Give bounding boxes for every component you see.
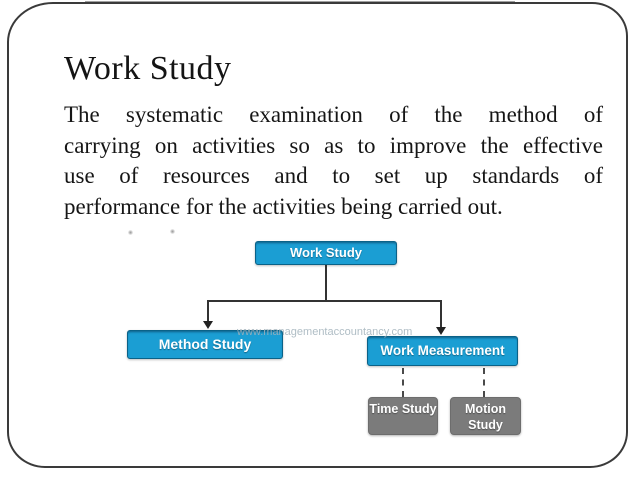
node-time-study: Time Study bbox=[368, 397, 438, 435]
connector-root-vertical bbox=[325, 265, 327, 301]
node-method-study: Method Study bbox=[127, 330, 283, 359]
page-title: Work Study bbox=[64, 50, 232, 87]
connector-drop-left bbox=[207, 300, 209, 322]
connector-dashed-right bbox=[483, 368, 485, 397]
paragraph-line: use of resources and to set up standards… bbox=[64, 163, 603, 189]
arrow-down-icon bbox=[203, 321, 213, 329]
paragraph-line: The systematic examination of the method… bbox=[64, 102, 603, 127]
connector-dashed-left bbox=[402, 368, 404, 397]
connector-horizontal bbox=[207, 300, 442, 302]
definition-paragraph: The systematic examination of the method… bbox=[64, 100, 603, 222]
node-motion-study: Motion Study bbox=[450, 397, 521, 435]
paragraph-line: carrying on activities so as to improve … bbox=[64, 132, 603, 158]
arrow-down-icon bbox=[436, 327, 446, 335]
image-artifact-dot bbox=[170, 229, 175, 234]
node-work-measurement: Work Measurement bbox=[367, 336, 518, 366]
connector-drop-right bbox=[440, 300, 442, 328]
paragraph-line: performance for the activities being car… bbox=[64, 193, 503, 219]
node-work-study: Work Study bbox=[255, 241, 397, 265]
watermark-text: www.managementaccountancy.com bbox=[237, 326, 413, 338]
image-artifact-dot bbox=[128, 230, 133, 235]
slide-border bbox=[7, 2, 628, 468]
